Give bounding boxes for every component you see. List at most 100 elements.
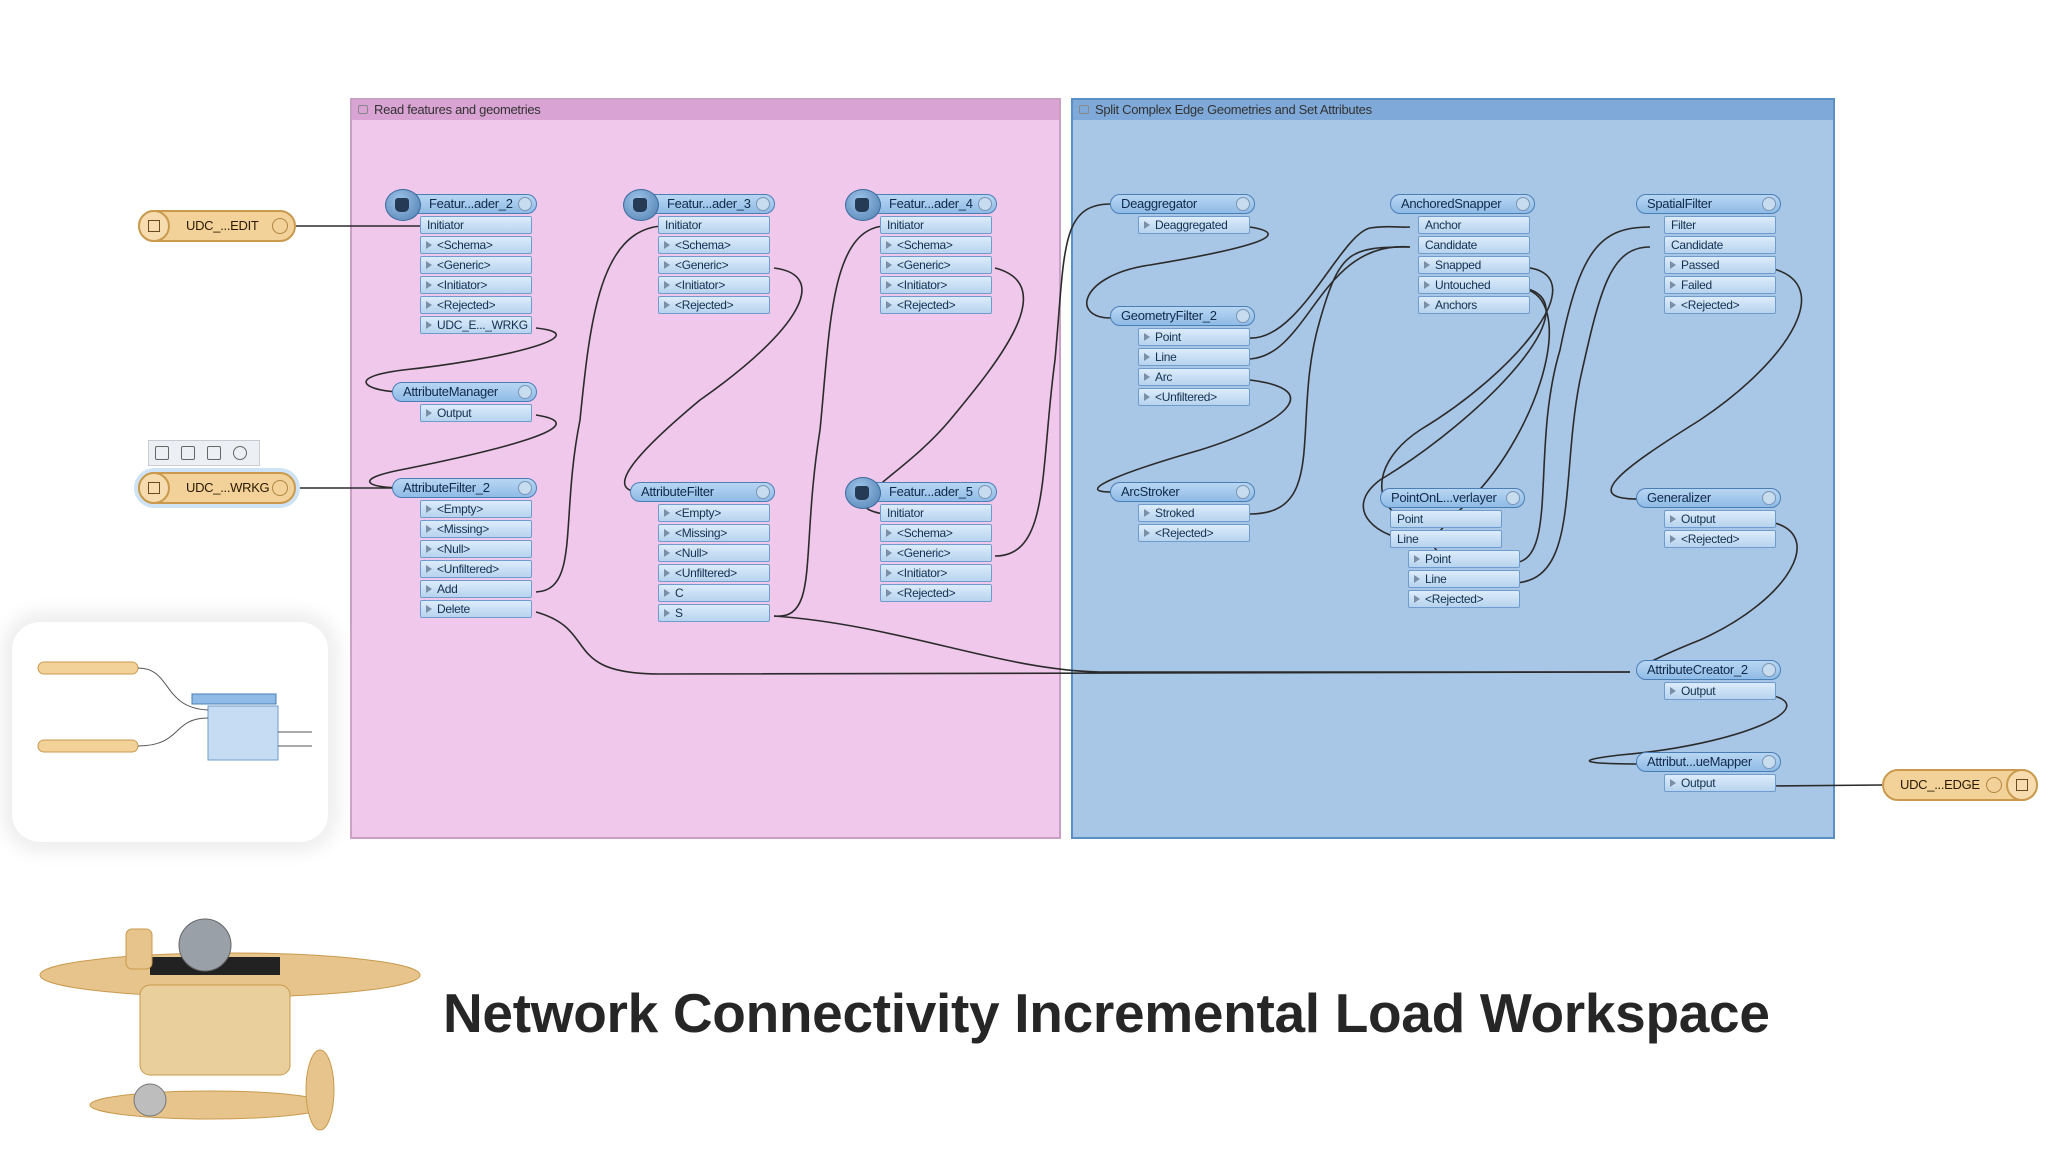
output-port[interactable]: <Unfiltered> xyxy=(1138,388,1250,406)
output-port[interactable]: <Rejected> xyxy=(1138,524,1250,542)
output-port[interactable]: <Rejected> xyxy=(1408,590,1520,608)
output-port[interactable]: Add xyxy=(420,580,532,598)
output-port[interactable]: <Generic> xyxy=(880,256,992,274)
gear-icon[interactable] xyxy=(978,485,992,499)
transformer-deaggregator[interactable]: Deaggregator Deaggregated xyxy=(1110,194,1255,234)
output-port[interactable]: Deaggregated xyxy=(1138,216,1250,234)
gear-icon[interactable] xyxy=(1762,755,1776,769)
transformer-header[interactable]: AttributeFilter_2 xyxy=(392,478,537,498)
output-port[interactable]: Output xyxy=(420,404,532,422)
transformer-header[interactable]: AttributeCreator_2 xyxy=(1636,660,1781,680)
input-port[interactable]: Initiator xyxy=(880,504,992,522)
database-icon[interactable] xyxy=(207,446,221,460)
gear-icon[interactable] xyxy=(518,481,532,495)
input-port[interactable]: Initiator xyxy=(658,216,770,234)
transformer-pointonlineoverlayer[interactable]: PointOnL...verlayer Point Line Point Lin… xyxy=(1380,488,1525,608)
transformer-reader5[interactable]: Featur...ader_5 Initiator <Schema> <Gene… xyxy=(845,477,997,602)
transformer-header[interactable]: Deaggregator xyxy=(1110,194,1255,214)
input-port[interactable]: Anchor xyxy=(1418,216,1530,234)
output-port[interactable]: Output xyxy=(1664,682,1776,700)
transformer-attributecreator2[interactable]: AttributeCreator_2 Output xyxy=(1636,660,1781,700)
bookmark-header[interactable]: Read features and geometries xyxy=(352,100,1059,120)
transformer-arcstroker[interactable]: ArcStroker Stroked <Rejected> xyxy=(1110,482,1255,542)
transformer-header[interactable]: AttributeManager xyxy=(392,382,537,402)
bookmark-header[interactable]: Split Complex Edge Geometries and Set At… xyxy=(1073,100,1833,120)
output-port[interactable]: <Initiator> xyxy=(880,276,992,294)
gear-icon[interactable] xyxy=(1762,197,1776,211)
output-port[interactable]: <Missing> xyxy=(420,520,532,538)
transformer-generalizer[interactable]: Generalizer Output <Rejected> xyxy=(1636,488,1781,548)
output-port[interactable]: Output xyxy=(1664,774,1776,792)
output-port[interactable]: <Unfiltered> xyxy=(658,564,770,582)
output-port[interactable]: <Rejected> xyxy=(880,584,992,602)
output-port[interactable]: UDC_E..._WRKG xyxy=(420,316,532,334)
output-port[interactable]: Untouched xyxy=(1418,276,1530,294)
transformer-header[interactable]: ArcStroker xyxy=(1110,482,1255,502)
output-port[interactable]: Point xyxy=(1138,328,1250,346)
transformer-header[interactable]: GeometryFilter_2 xyxy=(1110,306,1255,326)
output-port[interactable]: Passed xyxy=(1664,256,1776,274)
transformer-header[interactable]: Featur...ader_5 xyxy=(845,477,997,509)
output-port[interactable]: <Initiator> xyxy=(420,276,532,294)
writer-dataset-edge[interactable]: UDC_...EDGE xyxy=(1882,769,2038,801)
transformer-header[interactable]: Featur...ader_2 xyxy=(385,189,537,221)
output-port[interactable]: <Null> xyxy=(420,540,532,558)
output-port[interactable]: Point xyxy=(1408,550,1520,568)
gear-icon[interactable] xyxy=(1236,197,1250,211)
output-port[interactable]: <Generic> xyxy=(420,256,532,274)
transformer-geometryfilter2[interactable]: GeometryFilter_2 Point Line Arc <Unfilte… xyxy=(1110,306,1255,406)
input-port[interactable]: Point xyxy=(1390,510,1502,528)
output-port[interactable]: S xyxy=(658,604,770,622)
transformer-header[interactable]: PointOnL...verlayer xyxy=(1380,488,1525,508)
input-port[interactable]: Candidate xyxy=(1664,236,1776,254)
output-port[interactable]: <Empty> xyxy=(658,504,770,522)
gear-icon[interactable] xyxy=(1516,197,1530,211)
reader-dataset-wrkg[interactable]: UDC_...WRKG xyxy=(138,472,296,504)
output-port[interactable]: C xyxy=(658,584,770,602)
output-port[interactable]: Snapped xyxy=(1418,256,1530,274)
transformer-attributefilter[interactable]: AttributeFilter <Empty> <Missing> <Null>… xyxy=(630,482,775,622)
output-port[interactable]: Line xyxy=(1408,570,1520,588)
gear-icon[interactable] xyxy=(1236,485,1250,499)
transformer-header[interactable]: SpatialFilter xyxy=(1636,194,1781,214)
output-port[interactable]: <Rejected> xyxy=(1664,530,1776,548)
output-port[interactable]: Anchors xyxy=(1418,296,1530,314)
output-port[interactable]: <Rejected> xyxy=(658,296,770,314)
transformer-spatialfilter[interactable]: SpatialFilter Filter Candidate Passed Fa… xyxy=(1636,194,1781,314)
transformer-reader2[interactable]: Featur...ader_2 Initiator <Schema> <Gene… xyxy=(385,189,537,334)
gear-icon[interactable] xyxy=(756,485,770,499)
output-port[interactable]: <Schema> xyxy=(658,236,770,254)
output-port[interactable]: <Rejected> xyxy=(420,296,532,314)
transformer-reader3[interactable]: Featur...ader_3 Initiator <Schema> <Gene… xyxy=(623,189,775,314)
transformer-header[interactable]: AnchoredSnapper xyxy=(1390,194,1535,214)
output-port[interactable]: Stroked xyxy=(1138,504,1250,522)
add-icon[interactable] xyxy=(155,446,169,460)
transformer-header[interactable]: Featur...ader_4 xyxy=(845,189,997,221)
transformer-header[interactable]: Generalizer xyxy=(1636,488,1781,508)
output-port[interactable]: Output xyxy=(1664,510,1776,528)
output-port[interactable]: <Initiator> xyxy=(658,276,770,294)
input-port[interactable]: Filter xyxy=(1664,216,1776,234)
input-port[interactable]: Line xyxy=(1390,530,1502,548)
output-port[interactable]: <Generic> xyxy=(880,544,992,562)
gear-icon[interactable] xyxy=(1986,777,2002,793)
gear-icon[interactable] xyxy=(1236,309,1250,323)
output-port[interactable]: Arc xyxy=(1138,368,1250,386)
gear-icon[interactable] xyxy=(272,218,288,234)
gear-icon[interactable] xyxy=(1506,491,1520,505)
output-port[interactable]: <Missing> xyxy=(658,524,770,542)
output-port[interactable]: <Schema> xyxy=(420,236,532,254)
transformer-header[interactable]: Attribut...ueMapper xyxy=(1636,752,1781,772)
gear-icon[interactable] xyxy=(518,385,532,399)
transformer-header[interactable]: AttributeFilter xyxy=(630,482,775,502)
gear-icon[interactable] xyxy=(1762,491,1776,505)
transformer-reader4[interactable]: Featur...ader_4 Initiator <Schema> <Gene… xyxy=(845,189,997,314)
output-port[interactable]: <Initiator> xyxy=(880,564,992,582)
transformer-attributefilter2[interactable]: AttributeFilter_2 <Empty> <Missing> <Nul… xyxy=(392,478,537,618)
gear-icon[interactable] xyxy=(978,197,992,211)
inspect-icon[interactable] xyxy=(233,446,247,460)
output-port[interactable]: <Schema> xyxy=(880,524,992,542)
transformer-attributevaluemapper[interactable]: Attribut...ueMapper Output xyxy=(1636,752,1781,792)
output-port[interactable]: <Null> xyxy=(658,544,770,562)
output-port[interactable]: <Schema> xyxy=(880,236,992,254)
